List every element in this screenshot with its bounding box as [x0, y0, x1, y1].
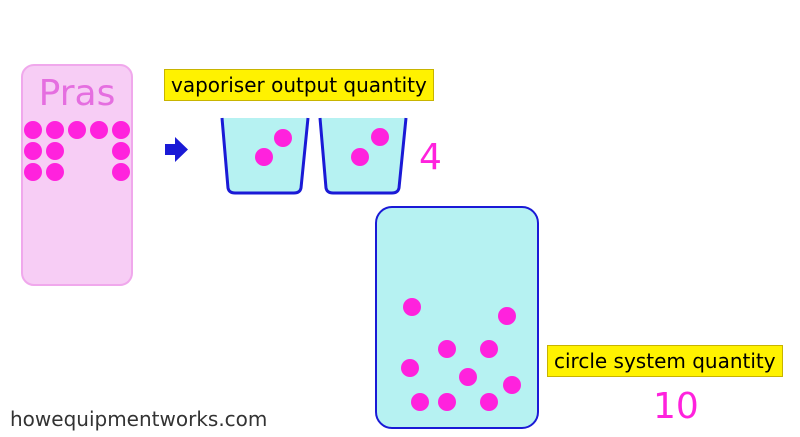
pras-molecule	[24, 121, 42, 139]
vaporiser-cup-2	[318, 117, 408, 195]
circle-system-value: 10	[653, 386, 699, 427]
circle-molecule	[459, 368, 477, 386]
footer-credit: howequipmentworks.com	[10, 407, 268, 431]
vapour-molecule	[371, 128, 389, 146]
pras-molecule	[46, 121, 64, 139]
vaporiser-output-label: vaporiser output quantity	[164, 69, 434, 101]
pras-molecule	[46, 142, 64, 160]
pras-vial	[21, 64, 133, 286]
circle-molecule	[403, 298, 421, 316]
pras-molecule	[112, 121, 130, 139]
pras-molecule	[112, 163, 130, 181]
pras-molecule	[24, 163, 42, 181]
vapour-molecule	[274, 129, 292, 147]
vaporiser-cup-1	[220, 117, 310, 195]
pras-molecules	[24, 121, 130, 181]
circle-molecule	[438, 340, 456, 358]
circle-molecule	[503, 376, 521, 394]
circle-molecule	[411, 393, 429, 411]
pras-label: Pras	[38, 73, 116, 114]
pras-molecule	[68, 121, 86, 139]
vapour-molecule	[351, 148, 369, 166]
circle-molecule	[498, 307, 516, 325]
circle-molecule	[438, 393, 456, 411]
circle-molecule	[480, 340, 498, 358]
pras-molecule	[24, 142, 42, 160]
arrow-right-icon	[165, 137, 188, 162]
pras-molecule	[112, 142, 130, 160]
pras-molecule	[90, 121, 108, 139]
pras-molecule	[46, 163, 64, 181]
circle-molecule	[480, 393, 498, 411]
circle-system-label: circle system quantity	[547, 345, 783, 377]
vaporiser-output-value: 4	[419, 137, 442, 178]
circle-molecule	[401, 359, 419, 377]
circle-system-container	[375, 206, 539, 429]
vapour-molecule	[255, 148, 273, 166]
